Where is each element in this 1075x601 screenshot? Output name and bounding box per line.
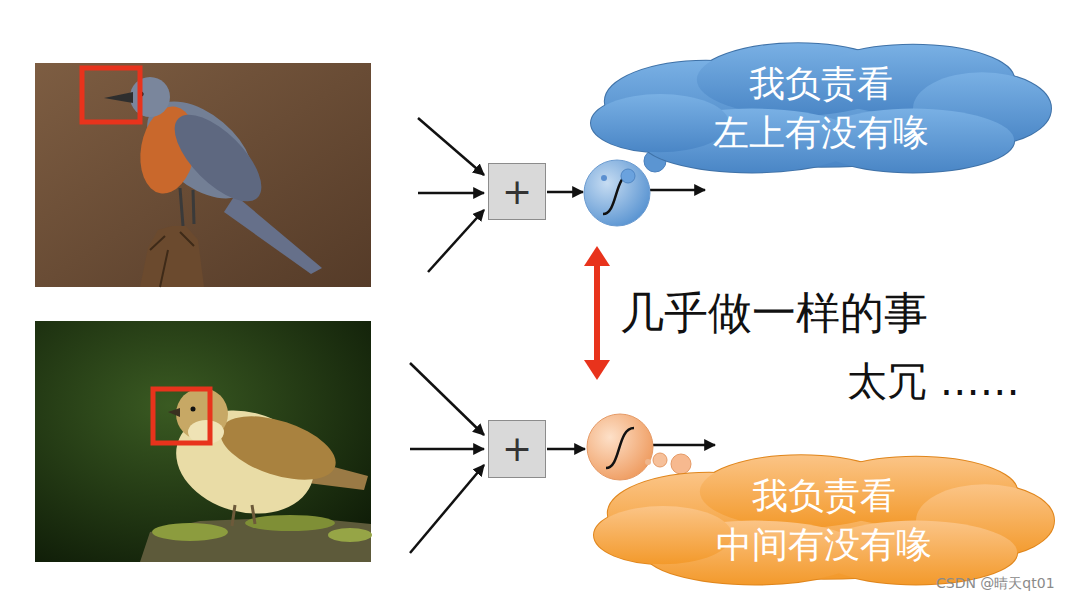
sum-box: +	[488, 420, 546, 478]
cloud-shape	[594, 448, 1054, 593]
cloud-shape	[591, 36, 1051, 181]
note-text: 太冗 ……	[847, 354, 1020, 409]
note-text: 几乎做一样的事	[620, 284, 928, 343]
double-arrow	[584, 246, 610, 380]
cloud-callout: 我负责看 左上有没有喙	[591, 36, 1051, 181]
neuron	[584, 150, 666, 226]
watermark: CSDN @晴天qt01	[936, 575, 1055, 593]
sum-box: +	[488, 163, 546, 220]
bird-photo	[35, 63, 371, 287]
callout-text: 我负责看 左上有没有喙	[671, 60, 971, 157]
cloud-callout: 我负责看 中间有没有喙	[594, 448, 1054, 593]
bird-photo	[35, 321, 372, 562]
callout-text: 我负责看 中间有没有喙	[674, 472, 974, 569]
sum-sign: +	[502, 174, 532, 210]
focus-square	[82, 68, 140, 122]
sum-sign: +	[502, 431, 532, 467]
focus-square	[153, 389, 210, 443]
neuron	[587, 414, 691, 480]
